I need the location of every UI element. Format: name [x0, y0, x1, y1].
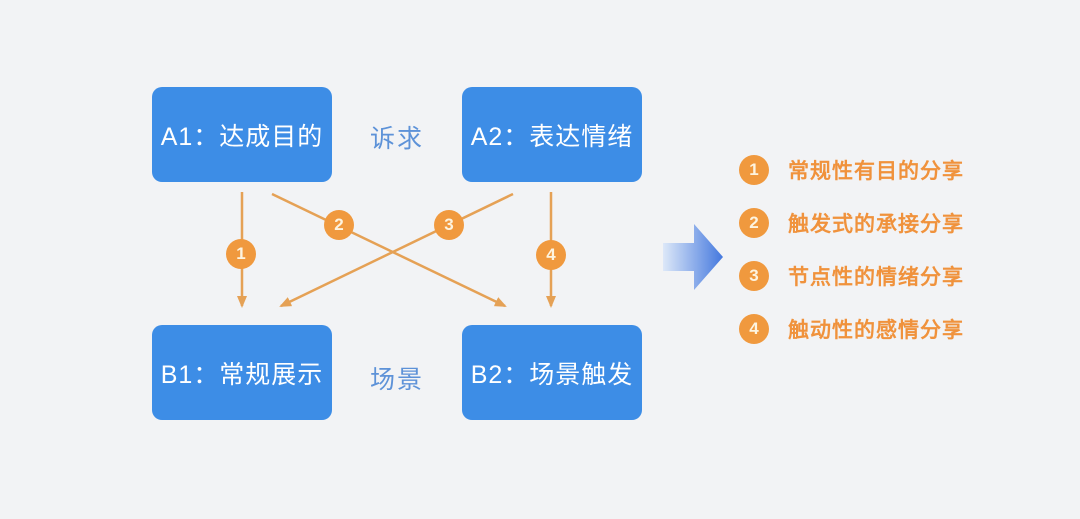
legend-label-1: 常规性有目的分享	[788, 160, 964, 183]
legend-item-3: 3 节点性的情绪分享	[739, 261, 964, 291]
arrow-number-badge-4: 4	[536, 240, 566, 270]
node-a2-label: A2：表达情绪	[470, 122, 634, 151]
node-b1: B1：常规展示	[152, 325, 332, 420]
row-label-demand: 诉求	[369, 125, 424, 153]
legend-label-4: 触动性的感情分享	[788, 319, 964, 342]
arrow-number-badge-2: 2	[324, 210, 354, 240]
arrow-a2-b1	[279, 192, 514, 308]
legend-label-3: 节点性的情绪分享	[788, 266, 964, 289]
legend-label-2: 触发式的承接分享	[788, 213, 964, 236]
legend-number-badge-3: 3	[739, 261, 769, 291]
node-a1-label: A1：达成目的	[160, 122, 324, 151]
row-label-scene: 场景	[369, 366, 424, 394]
legend-item-4: 4 触动性的感情分享	[739, 314, 964, 344]
arrow-a1-b2	[271, 192, 507, 308]
arrow-number-badge-1: 1	[226, 239, 256, 269]
legend-item-2: 2 触发式的承接分享	[739, 208, 964, 238]
node-b2: B2：场景触发	[462, 325, 642, 420]
big-right-arrow-icon	[663, 224, 723, 290]
legend-number-badge-2: 2	[739, 208, 769, 238]
legend-number-badge-1: 1	[739, 155, 769, 185]
node-a2: A2：表达情绪	[462, 87, 642, 182]
node-a1: A1：达成目的	[152, 87, 332, 182]
arrow-number-badge-3: 3	[434, 210, 464, 240]
legend: 1 常规性有目的分享 2 触发式的承接分享 3 节点性的情绪分享 4 触动性的感…	[739, 155, 964, 367]
legend-item-1: 1 常规性有目的分享	[739, 155, 964, 185]
legend-number-badge-4: 4	[739, 314, 769, 344]
node-b1-label: B1：常规展示	[160, 360, 324, 389]
node-b2-label: B2：场景触发	[470, 360, 634, 389]
